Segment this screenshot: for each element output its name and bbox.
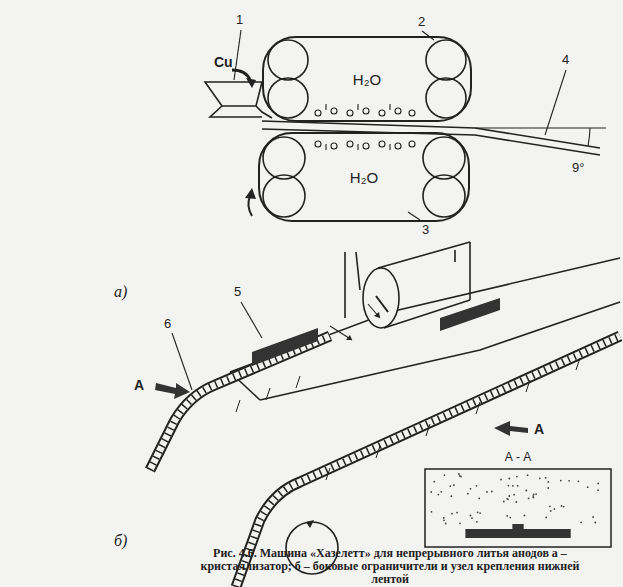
metal-dot [527,474,529,476]
section-frame [425,469,611,547]
metal-dot [516,476,518,478]
callout-number: 2 [418,14,425,29]
metal-dot [470,488,472,490]
metal-label: Cu [214,55,233,70]
metal-dot [433,481,435,483]
metal-dot [535,493,537,495]
metal-dot [430,491,432,493]
metal-dot [443,517,445,519]
metal-dot [444,474,446,476]
metal-dot [506,515,508,517]
section-title: А - А [424,450,612,464]
metal-dot [508,485,510,487]
angle-label: 9° [572,160,584,175]
metal-dot [547,487,549,489]
metal-dot [471,517,473,519]
callout-number: 5 [234,284,241,299]
metal-dot [524,515,526,517]
metal-dot [508,495,510,497]
subfigure-label: б) [114,532,127,550]
metal-dot [560,480,562,482]
metal-dot [587,486,589,488]
metal-dot [580,522,582,524]
metal-dot [539,477,541,479]
section-view: А - А [424,448,612,548]
metal-dot [578,480,580,482]
metal-dot [477,511,479,513]
subfigure-label: а) [114,283,127,301]
metal-dot [453,484,455,486]
metal-dot [459,522,461,524]
metal-dot [458,473,460,475]
metal-dot [467,493,469,495]
metal-dot [533,497,535,499]
metal-dot [507,498,509,500]
metal-dot [470,515,472,517]
lower-belt: H₂O [258,132,470,222]
metal-dot [445,523,447,525]
metal-dot [476,485,478,487]
dam-block [512,524,523,530]
metal-dot [503,501,505,503]
metal-dot [554,508,556,510]
metal-dot [563,506,565,508]
metal-dot [456,512,458,514]
metal-dot [459,475,461,477]
metal-dot [478,498,480,500]
metal-dot [509,517,511,519]
metal-dot [547,481,549,483]
metal-dot [476,521,478,523]
metal-dot [517,485,519,487]
metal-dot [438,494,440,496]
coolant-label: H₂O [350,169,378,186]
metal-dot [528,498,530,500]
dam-block [465,529,570,538]
section-drawing [424,468,612,548]
metal-dot [597,483,599,485]
metal-dot [512,485,514,487]
section-mark: А [134,378,144,393]
metal-dot [506,498,508,500]
callout-number: 1 [236,12,243,27]
metal-dot [431,511,433,513]
metal-dot [440,491,442,493]
metal-dot [450,495,452,497]
metal-dot [525,490,527,492]
metal-dot [515,501,517,503]
metal-dot [533,494,535,496]
coolant-label: H₂O [353,71,381,88]
metal-dot [592,516,594,518]
metal-dot [508,478,510,480]
metal-dot [549,505,551,507]
metal-dot [545,517,547,519]
metal-dot [550,510,552,512]
metal-dot [486,491,488,493]
figure-caption: Рис. 4.6. Машина «Хазелетт» для непрерыв… [190,547,590,586]
upper-belt: H₂O [262,36,472,122]
section-mark: А [534,422,544,437]
metal-dot [561,505,563,507]
metal-dot [451,513,453,515]
metal-dot [500,479,502,481]
metal-dot [479,512,481,514]
callout-number: 6 [164,316,171,331]
metal-dot [594,522,596,524]
metal-dot [443,519,445,521]
metal-dot [513,494,515,496]
metal-dot [568,480,570,482]
metal-dot [545,477,547,479]
callout-number: 4 [562,52,569,67]
callout-number: 3 [422,222,429,237]
metal-dot [597,489,599,491]
metal-dot [449,485,451,487]
metal-dot [491,491,493,493]
